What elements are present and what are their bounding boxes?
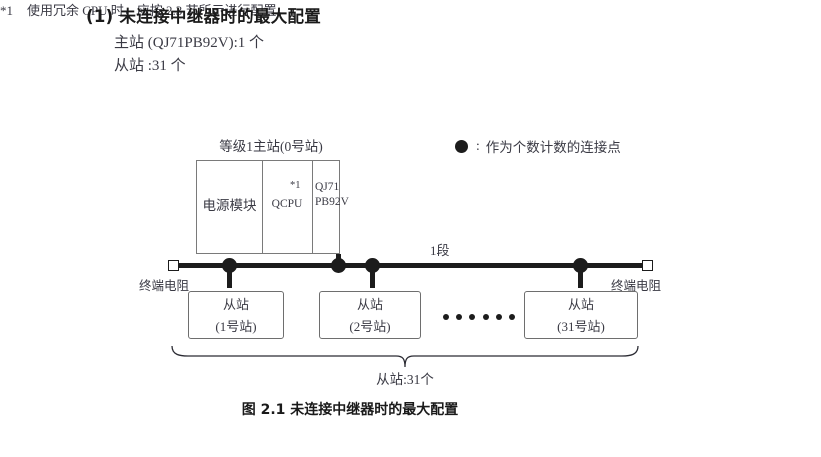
legend-text: 作为个数计数的连接点: [485, 140, 621, 155]
slave-station-number-1: (1号站): [215, 319, 257, 334]
terminating-resistor-right-icon: [642, 260, 653, 271]
ellipsis-dot: [443, 314, 449, 320]
ellipsis-dot: [469, 314, 476, 320]
module-label-qj71pb92v-line2: PB92V: [315, 196, 349, 208]
master-station-caption: 等级1主站(0号站): [219, 139, 323, 154]
module-label-power-supply: 电源模块: [202, 198, 257, 213]
slave-station-number-31: (31号站): [557, 319, 605, 334]
slave-count-label: 从站:31个: [376, 372, 434, 387]
segment-label: 1段: [430, 243, 450, 258]
connection-point-dot-master: [331, 258, 346, 273]
terminating-resistor-right-label: 终端电阻: [611, 279, 662, 293]
slave-station-box-2: 从站 (2号站): [319, 291, 421, 339]
master-box-divider-1: [262, 160, 263, 254]
slave-station-box-31: 从站 (31号站): [524, 291, 638, 339]
ellipsis-dot: [456, 314, 463, 320]
ellipsis-dot: [482, 314, 489, 320]
module-label-qcpu: QCPU: [271, 198, 303, 210]
filled-circle-icon: [455, 139, 468, 153]
footnote-marker: *1: [0, 3, 13, 18]
master-station-box: [196, 160, 340, 254]
ellipsis-dots-icon: [443, 313, 515, 321]
slave-station-name-1: 从站: [222, 297, 249, 312]
connection-point-dot-slave-2: [365, 258, 380, 273]
slave-station-number-2: (2号站): [349, 319, 391, 334]
slave-drop-line-2: [370, 268, 375, 288]
legend-colon: :: [476, 138, 480, 153]
module-label-qj71pb92v-line1: QJ71: [315, 181, 340, 193]
footnote-text: 使用冗余 CPU 时，应按 2.3 节所示进行配置。: [27, 3, 290, 18]
slave-station-name-2: 从站: [356, 297, 383, 312]
module-footnote-marker: *1: [290, 180, 301, 191]
master-box-divider-2: [312, 160, 313, 254]
bus-line: [173, 263, 644, 268]
slave-count-brace: [170, 346, 640, 368]
slave-drop-line-31: [578, 268, 583, 288]
ellipsis-dot: [495, 314, 502, 320]
footnote: *1 使用冗余 CPU 时，应按 2.3 节所示进行配置。: [0, 0, 821, 19]
spec-line-master: 主站 (QJ71PB92V):1 个: [114, 35, 265, 51]
connection-point-dot-slave-1: [222, 258, 237, 273]
page-title: (1) 未连接中继器时的最大配置: [86, 7, 322, 26]
slave-drop-line-1: [227, 268, 232, 288]
slave-station-box-1: 从站 (1号站): [188, 291, 284, 339]
ellipsis-dot: [508, 314, 515, 320]
figure-caption: 图 2.1 未连接中继器时的最大配置: [241, 402, 459, 418]
slave-station-name-31: 从站: [567, 297, 594, 312]
spec-line-slave: 从站 :31 个: [114, 58, 186, 74]
connection-point-dot-slave-31: [573, 258, 588, 273]
terminating-resistor-left-icon: [168, 260, 179, 271]
terminating-resistor-left-label: 终端电阻: [139, 279, 190, 293]
heading-block: (1) 未连接中继器时的最大配置 主站 (QJ71PB92V):1 个 从站 :…: [86, 6, 686, 78]
legend: : 作为个数计数的连接点: [455, 136, 621, 156]
